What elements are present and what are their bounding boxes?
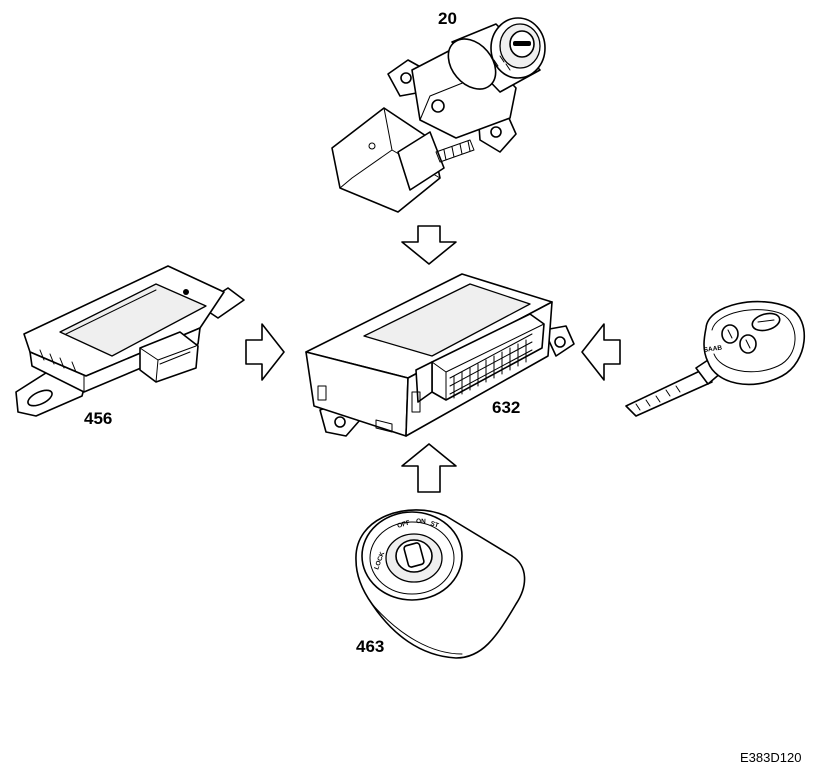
control-module-illustration <box>305 273 575 437</box>
arrow-down-from-ignition-switch <box>401 225 457 265</box>
arrow-up-from-lock-cover <box>401 443 457 493</box>
label-control-module: 632 <box>492 398 520 417</box>
label-immobiliser-unit: 456 <box>84 409 112 428</box>
remote-key-fob-illustration: SAAB <box>625 300 805 417</box>
figure-code: E383D120 <box>740 750 801 765</box>
ignition-switch-illustration <box>331 17 546 213</box>
arrow-right-from-immobiliser <box>245 323 285 381</box>
ignition-lock-cover-illustration: LOCK OFF ON ST <box>355 509 526 659</box>
immobiliser-unit-illustration <box>15 265 245 417</box>
lock-position-start: ST <box>429 520 439 529</box>
key-fob-brand-mark: SAAB <box>703 344 723 354</box>
lock-position-on: ON <box>416 518 426 525</box>
label-ignition-lock-cover: 463 <box>356 637 384 656</box>
lock-position-off: OFF <box>396 519 411 530</box>
arrow-left-from-key-fob <box>581 323 621 381</box>
label-ignition-switch: 20 <box>438 9 457 28</box>
